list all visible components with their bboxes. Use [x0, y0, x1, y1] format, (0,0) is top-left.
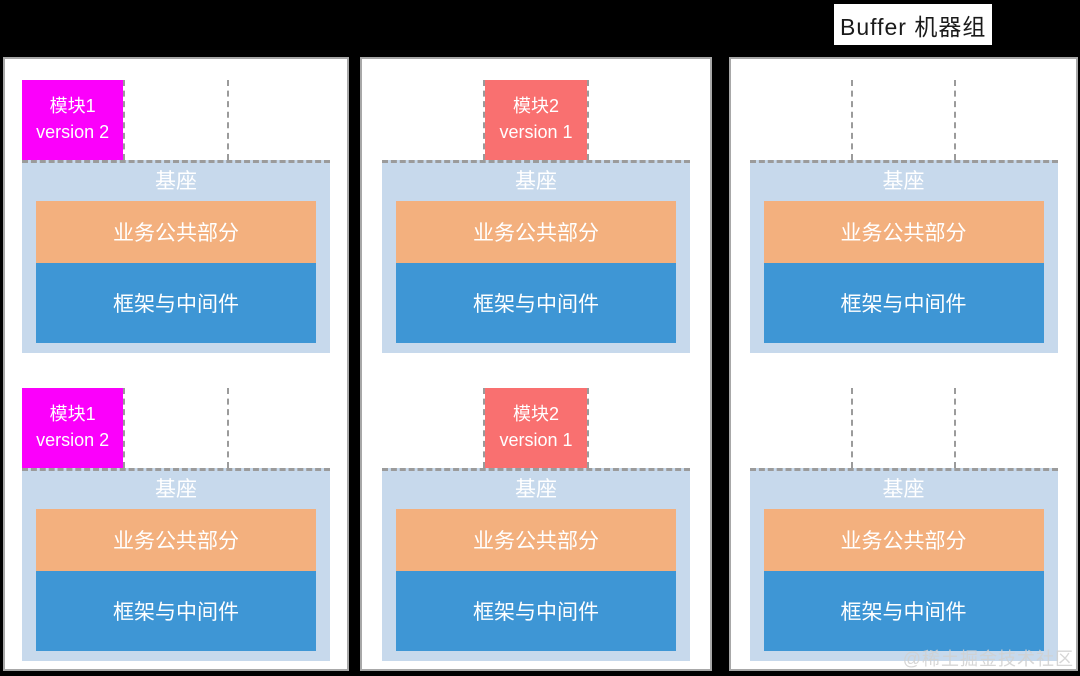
module-slot-empty: [226, 388, 330, 468]
module-name: 模块1: [49, 96, 96, 117]
deployment-unit: 模块2 version 1 基座 业务公共部分 框架与中间件: [382, 388, 690, 661]
module-badge: 模块2 version 1: [485, 80, 587, 160]
watermark: @稀土掘金技术社区: [902, 649, 1074, 669]
module-slot: 模块2 version 1: [483, 80, 587, 160]
base-label: 基座: [155, 478, 197, 501]
module-version: version 2: [36, 430, 110, 450]
business-common-layer: 业务公共部分: [396, 509, 676, 571]
base-container: 基座 业务公共部分 框架与中间件: [22, 160, 330, 353]
base-label: 基座: [515, 170, 557, 193]
deployment-unit: 模块1 version 2 基座 业务公共部分 框架与中间件: [22, 80, 330, 353]
deployment-unit: 基座 业务公共部分 框架与中间件: [749, 388, 1058, 661]
base-container: 基座 业务公共部分 框架与中间件: [22, 468, 330, 661]
base-container: 基座 业务公共部分 框架与中间件: [382, 160, 690, 353]
framework-middleware-layer: 框架与中间件: [36, 263, 316, 343]
buffer-group-title: Buffer 机器组: [840, 13, 987, 40]
base-label: 基座: [882, 170, 925, 193]
module-slot-row: 模块2 version 1: [382, 80, 690, 160]
module-slot-row: 模块1 version 2: [22, 80, 330, 160]
module-version: version 1: [499, 122, 573, 142]
framework-middleware-layer: 框架与中间件: [763, 263, 1044, 343]
module-slot: 模块1 version 2: [22, 388, 124, 468]
business-common-layer: 业务公共部分: [763, 509, 1044, 571]
framework-middleware-layer: 框架与中间件: [763, 571, 1044, 651]
framework-middleware-layer: 框架与中间件: [36, 571, 316, 651]
machine-panel-1: 模块1 version 2 基座 业务公共部分 框架与中间件 模块1 versi…: [3, 57, 349, 671]
business-common-layer: 业务公共部分: [763, 201, 1044, 263]
deployment-unit: 模块1 version 2 基座 业务公共部分 框架与中间件: [22, 388, 330, 661]
module-version: version 2: [36, 122, 110, 142]
base-label: 基座: [155, 170, 197, 193]
module-slot-empty: [382, 388, 483, 468]
module-badge: 模块1 version 2: [22, 388, 124, 468]
module-name: 模块1: [49, 404, 96, 425]
module-slot-empty: [750, 80, 851, 160]
module-slot-empty: [954, 388, 1057, 468]
module-slot-row: 模块1 version 2: [22, 388, 330, 468]
module-slot-row: [750, 80, 1058, 160]
module-slot-empty: [226, 80, 330, 160]
business-common-layer: 业务公共部分: [36, 201, 316, 263]
module-badge: 模块1 version 2: [22, 80, 124, 160]
module-slot-row: 模块2 version 1: [382, 388, 690, 468]
base-container: 基座 业务公共部分 框架与中间件: [749, 468, 1058, 661]
module-name: 模块2: [512, 404, 559, 425]
module-name: 模块2: [512, 96, 559, 117]
deployment-unit: 基座 业务公共部分 框架与中间件: [749, 80, 1058, 353]
business-common-layer: 业务公共部分: [36, 509, 316, 571]
module-slot-empty: [586, 80, 690, 160]
base-label: 基座: [515, 478, 557, 501]
business-common-layer: 业务公共部分: [396, 201, 676, 263]
buffer-group-label: Buffer 机器组: [832, 2, 995, 47]
base-label: 基座: [882, 478, 925, 501]
module-slot-empty: [382, 80, 483, 160]
base-container: 基座 业务公共部分 框架与中间件: [382, 468, 690, 661]
framework-middleware-layer: 框架与中间件: [396, 263, 676, 343]
module-badge: 模块2 version 1: [485, 388, 587, 468]
module-slot-row: [750, 388, 1058, 468]
deployment-unit: 模块2 version 1 基座 业务公共部分 框架与中间件: [382, 80, 690, 353]
module-slot-empty: [954, 80, 1057, 160]
machine-panel-2: 模块2 version 1 基座 业务公共部分 框架与中间件 模块2 versi…: [360, 57, 712, 671]
module-slot: 模块1 version 2: [22, 80, 124, 160]
module-slot: 模块2 version 1: [483, 388, 587, 468]
module-slot-empty: [750, 388, 851, 468]
module-slot-empty: [850, 80, 954, 160]
machine-panel-3-buffer: 基座 业务公共部分 框架与中间件 基座 业务公共部分 框架与中间件: [729, 57, 1078, 671]
module-slot-empty: [586, 388, 690, 468]
module-version: version 1: [499, 430, 573, 450]
framework-middleware-layer: 框架与中间件: [396, 571, 676, 651]
module-slot-empty: [123, 388, 226, 468]
module-slot-empty: [850, 388, 954, 468]
base-container: 基座 业务公共部分 框架与中间件: [749, 160, 1058, 353]
module-slot-empty: [123, 80, 226, 160]
